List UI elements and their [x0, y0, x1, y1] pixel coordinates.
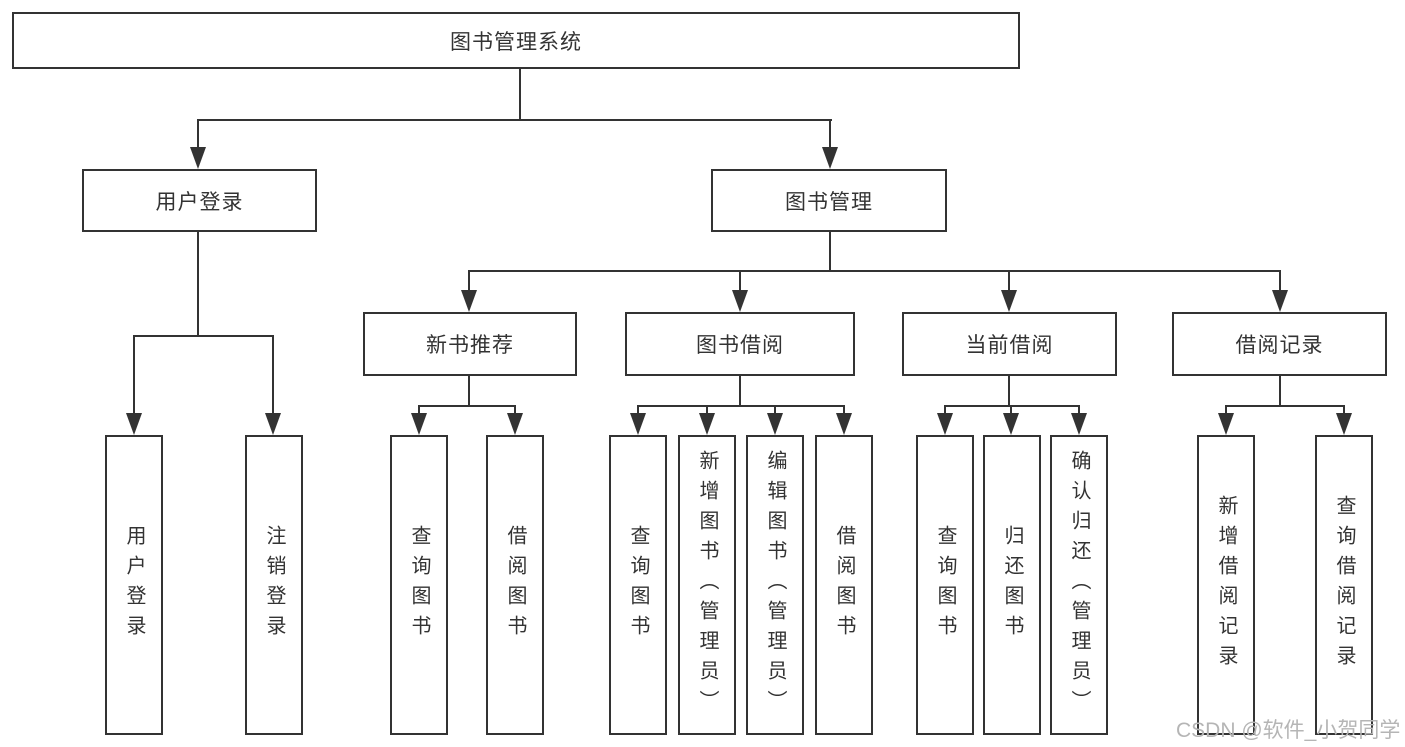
connector-line	[133, 335, 135, 415]
arrowhead-down-icon	[1272, 290, 1288, 312]
node-label: 用户登录	[123, 525, 145, 645]
node-recommend-borrow-books: 借阅图书	[486, 435, 544, 735]
connector-line	[514, 405, 516, 417]
connector-line	[739, 376, 741, 406]
arrowhead-down-icon	[1071, 413, 1087, 435]
connector-line	[843, 405, 845, 417]
node-confirm-return-admin: 确认归还（管理员）	[1050, 435, 1108, 735]
arrowhead-down-icon	[126, 413, 142, 435]
connector-line	[637, 405, 639, 417]
node-label: 新增借阅记录	[1215, 495, 1237, 675]
node-label: 新增图书（管理员）	[696, 450, 718, 720]
arrowhead-down-icon	[411, 413, 427, 435]
node-label: 借阅图书	[833, 525, 855, 645]
node-label: 图书管理系统	[450, 30, 582, 54]
arrowhead-down-icon	[1001, 290, 1017, 312]
arrowhead-down-icon	[732, 290, 748, 312]
node-label: 查询图书	[627, 525, 649, 645]
node-label: 当前借阅	[965, 334, 1054, 357]
node-recommend-query-books: 查询图书	[390, 435, 448, 735]
node-label: 新书推荐	[426, 334, 514, 357]
node-label: 注销登录	[263, 525, 285, 645]
connector-line	[1279, 376, 1281, 406]
node-current-query-books: 查询图书	[916, 435, 974, 735]
node-borrow-borrow-books: 借阅图书	[815, 435, 873, 735]
node-label: 查询图书	[934, 525, 956, 645]
node-label: 归还图书	[1001, 525, 1023, 645]
connector-line	[1279, 270, 1281, 292]
node-label: 借阅图书	[504, 525, 526, 645]
arrowhead-down-icon	[699, 413, 715, 435]
arrowhead-down-icon	[767, 413, 783, 435]
node-label: 借阅记录	[1235, 334, 1324, 357]
node-book-borrow: 图书借阅	[625, 312, 855, 376]
arrowhead-down-icon	[1218, 413, 1234, 435]
connector-line	[829, 232, 831, 272]
arrowhead-down-icon	[507, 413, 523, 435]
connector-line	[197, 119, 199, 149]
connector-line	[519, 69, 521, 120]
connector-line	[944, 405, 946, 417]
connector-line	[272, 335, 274, 415]
connector-line	[468, 376, 470, 406]
connector-line	[1225, 405, 1227, 417]
node-label: 确认归还（管理员）	[1068, 450, 1090, 720]
arrowhead-down-icon	[836, 413, 852, 435]
connector-line	[829, 119, 831, 149]
connector-line	[418, 405, 420, 417]
node-book-management: 图书管理	[711, 169, 947, 232]
node-add-book-admin: 新增图书（管理员）	[678, 435, 736, 735]
node-label: 图书借阅	[696, 334, 784, 357]
node-query-borrow-record: 查询借阅记录	[1315, 435, 1373, 735]
connector-line	[468, 270, 470, 292]
node-logout-action: 注销登录	[245, 435, 303, 735]
arrowhead-down-icon	[265, 413, 281, 435]
arrowhead-down-icon	[937, 413, 953, 435]
arrowhead-down-icon	[190, 147, 206, 169]
connector-line	[1008, 376, 1010, 406]
connector-line	[197, 232, 199, 336]
connector-line	[1225, 405, 1345, 407]
node-label: 查询借阅记录	[1333, 495, 1355, 675]
arrowhead-down-icon	[461, 290, 477, 312]
connector-line	[1010, 405, 1012, 417]
connector-line	[133, 335, 274, 337]
connector-line	[739, 270, 741, 292]
node-new-book-recommend: 新书推荐	[363, 312, 577, 376]
arrowhead-down-icon	[1003, 413, 1019, 435]
node-user-login-action: 用户登录	[105, 435, 163, 735]
connector-line	[944, 405, 1080, 407]
node-borrow-records: 借阅记录	[1172, 312, 1387, 376]
connector-line	[706, 405, 708, 417]
node-borrow-query-books: 查询图书	[609, 435, 667, 735]
node-return-books: 归还图书	[983, 435, 1041, 735]
node-current-borrow: 当前借阅	[902, 312, 1117, 376]
arrowhead-down-icon	[630, 413, 646, 435]
node-edit-book-admin: 编辑图书（管理员）	[746, 435, 804, 735]
connector-line	[774, 405, 776, 417]
connector-line	[1008, 270, 1010, 292]
node-add-borrow-record: 新增借阅记录	[1197, 435, 1255, 735]
connector-line	[637, 405, 845, 407]
connector-line	[418, 405, 516, 407]
connector-line	[1078, 405, 1080, 417]
node-label: 图书管理	[785, 190, 873, 214]
connector-line	[1343, 405, 1345, 417]
connector-line	[197, 119, 832, 121]
arrowhead-down-icon	[1336, 413, 1352, 435]
node-label: 用户登录	[155, 190, 244, 214]
node-label: 编辑图书（管理员）	[764, 450, 786, 720]
watermark: CSDN @软件_小贺同学	[1176, 719, 1401, 742]
node-user-login: 用户登录	[82, 169, 317, 232]
node-label: 查询图书	[408, 525, 430, 645]
node-library-management-system: 图书管理系统	[12, 12, 1020, 69]
arrowhead-down-icon	[822, 147, 838, 169]
connector-line	[468, 270, 1281, 272]
